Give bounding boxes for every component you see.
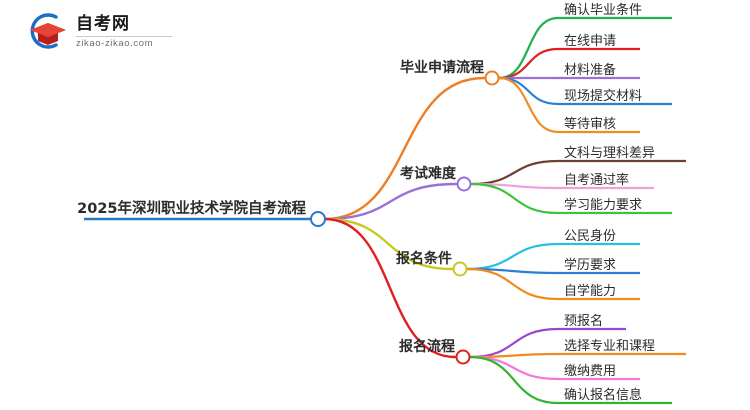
leaf-label-3-3[interactable]: 确认报名信息 bbox=[564, 387, 642, 403]
leaf-label-0-1[interactable]: 在线申请 bbox=[564, 34, 616, 49]
graduation-cap-icon bbox=[26, 11, 70, 51]
connector-root-to-branch-2 bbox=[323, 217, 454, 271]
leaf-label-2-1[interactable]: 学历要求 bbox=[564, 257, 616, 273]
branch-node-0[interactable] bbox=[484, 70, 500, 86]
connector-branch-0-leaf-4 bbox=[497, 76, 560, 134]
underline-layer bbox=[84, 16, 686, 405]
branch-label-1[interactable]: 考试难度 bbox=[400, 165, 457, 182]
connector-branch-0-leaf-0 bbox=[497, 16, 560, 80]
root-node[interactable] bbox=[310, 211, 326, 227]
connector-branch-1-leaf-0 bbox=[469, 159, 560, 186]
connector-branch-3-leaf-2 bbox=[468, 355, 560, 381]
branch-label-3[interactable]: 报名流程 bbox=[399, 338, 455, 355]
leaf-label-3-1[interactable]: 选择专业和课程 bbox=[564, 339, 655, 354]
connector-branch-1-leaf-2 bbox=[469, 182, 560, 215]
connector-root-to-branch-0 bbox=[323, 76, 486, 221]
connector-branch-2-leaf-2 bbox=[465, 267, 560, 301]
branch-node-3[interactable] bbox=[455, 349, 471, 365]
connector-branch-0-leaf-3 bbox=[497, 76, 560, 106]
leaf-label-3-0[interactable]: 预报名 bbox=[564, 313, 603, 329]
logo-text: 自考网 zikao-zikao.com bbox=[76, 14, 172, 49]
leaf-label-1-2[interactable]: 学习能力要求 bbox=[564, 197, 642, 213]
leaf-label-0-3[interactable]: 现场提交材料 bbox=[564, 88, 642, 104]
leaf-label-0-4[interactable]: 等待审核 bbox=[564, 116, 616, 132]
site-logo: 自考网 zikao-zikao.com bbox=[26, 8, 176, 54]
leaf-label-2-0[interactable]: 公民身份 bbox=[564, 228, 616, 244]
leaf-label-1-1[interactable]: 自考通过率 bbox=[564, 172, 629, 188]
connector-layer bbox=[323, 16, 560, 405]
logo-mark-svg bbox=[30, 13, 66, 49]
branch-label-2[interactable]: 报名条件 bbox=[396, 250, 452, 267]
root-label: 2025年深圳职业技术学院自考流程 bbox=[77, 199, 306, 217]
branch-node-2[interactable] bbox=[452, 261, 468, 277]
leaf-label-1-0[interactable]: 文科与理科差异 bbox=[564, 146, 655, 161]
branch-node-1[interactable] bbox=[456, 176, 472, 192]
connector-branch-0-leaf-1 bbox=[497, 47, 560, 80]
connector-root-to-branch-3 bbox=[323, 217, 457, 359]
leaf-label-0-2[interactable]: 材料准备 bbox=[564, 62, 616, 78]
logo-divider bbox=[76, 35, 172, 37]
connector-branch-2-leaf-0 bbox=[465, 242, 560, 271]
label-layer: 2025年深圳职业技术学院自考流程 毕业申请流程 确认毕业条件在线申请材料准备现场提… bbox=[77, 2, 655, 403]
leaf-label-0-0[interactable]: 确认毕业条件 bbox=[564, 2, 642, 18]
branch-label-0[interactable]: 毕业申请流程 bbox=[400, 59, 484, 76]
leaf-label-2-2[interactable]: 自学能力 bbox=[564, 283, 616, 299]
leaf-label-3-2[interactable]: 缴纳费用 bbox=[564, 364, 616, 379]
logo-title: 自考网 bbox=[76, 13, 130, 34]
logo-domain: zikao-zikao.com bbox=[76, 37, 154, 49]
connector-root-to-branch-1 bbox=[323, 182, 458, 221]
connector-branch-3-leaf-0 bbox=[468, 327, 560, 359]
connector-branch-3-leaf-3 bbox=[468, 355, 560, 405]
node-layer bbox=[310, 70, 500, 365]
